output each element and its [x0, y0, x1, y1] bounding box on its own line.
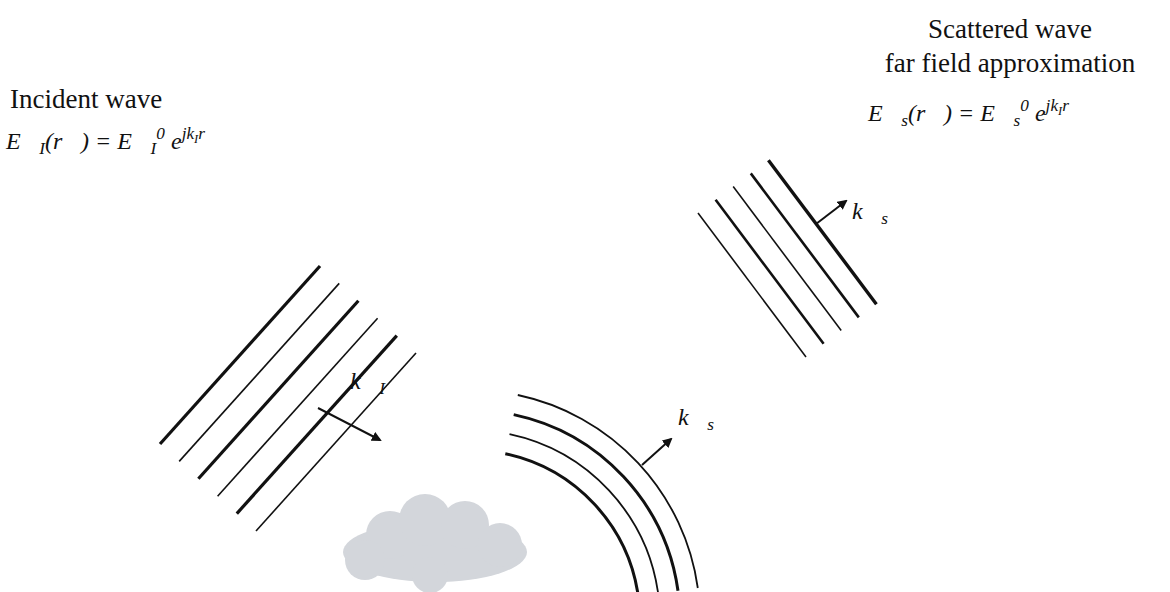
incident-wavefronts	[160, 266, 416, 531]
text-part: (r⃗) = E⃗	[908, 100, 1014, 126]
wavefront-line	[698, 213, 806, 357]
vector-label: k⃗I	[350, 368, 385, 399]
text-part: k⃗	[350, 368, 379, 394]
wavefront-arc	[505, 454, 638, 592]
text-part: E⃗	[6, 128, 39, 154]
vector-label: k⃗s	[852, 198, 888, 229]
text-part: e	[165, 128, 182, 154]
text-part: k⃗	[678, 404, 707, 430]
equation-label: E⃗I(r⃗) = E⃗I0 ejkIr	[6, 124, 205, 159]
wavefront-line	[198, 301, 358, 479]
text-part: E⃗	[868, 100, 901, 126]
text-part: r	[1062, 96, 1069, 115]
wavefront-line	[179, 283, 339, 461]
wavefront-line	[733, 187, 841, 331]
wavefront-line	[716, 200, 824, 344]
wavefront-line	[768, 160, 876, 304]
text-part: k⃗	[852, 198, 881, 224]
text-part: s	[901, 111, 908, 130]
text-part: e	[1029, 100, 1046, 126]
wavefront-line	[160, 266, 320, 444]
wavefront-line	[751, 173, 859, 317]
wavefront-line	[237, 336, 397, 514]
far-field-wavefronts	[698, 160, 876, 357]
caption-text: Incident wave	[10, 84, 162, 115]
title-text: far field approximation	[885, 48, 1135, 79]
wavefront-line	[218, 318, 378, 496]
scatterer-cloud	[343, 494, 527, 592]
text-part: I	[379, 379, 385, 398]
text-part: I	[151, 139, 157, 158]
text-part: I	[39, 139, 45, 158]
far-field-wave-vector	[816, 201, 846, 224]
scattered-wave-vector	[642, 439, 671, 465]
text-part: I	[194, 132, 198, 146]
equation-label: E⃗s(r⃗) = E⃗s0 ejkIr	[868, 96, 1069, 131]
text-part: s	[707, 415, 714, 434]
text-part: 0	[1020, 96, 1029, 115]
scattered-wavefronts	[505, 395, 698, 592]
text-part: I	[1058, 104, 1062, 118]
text-part: r	[198, 124, 205, 143]
vector-label: k⃗s	[678, 404, 714, 435]
text-part: (r⃗) = E⃗	[45, 128, 151, 154]
wavefront-arc	[518, 395, 698, 588]
wavefront-arc	[514, 415, 678, 591]
text-part: jk	[182, 124, 194, 143]
text-part: 0	[156, 124, 165, 143]
text-part: s	[1014, 111, 1021, 130]
incident-wave-vector	[318, 408, 380, 440]
wavefront-arc	[510, 434, 659, 592]
text-part: s	[881, 209, 888, 228]
text-part: jk	[1046, 96, 1058, 115]
title-text: Scattered wave	[928, 14, 1092, 45]
wavefront-line	[256, 353, 416, 531]
